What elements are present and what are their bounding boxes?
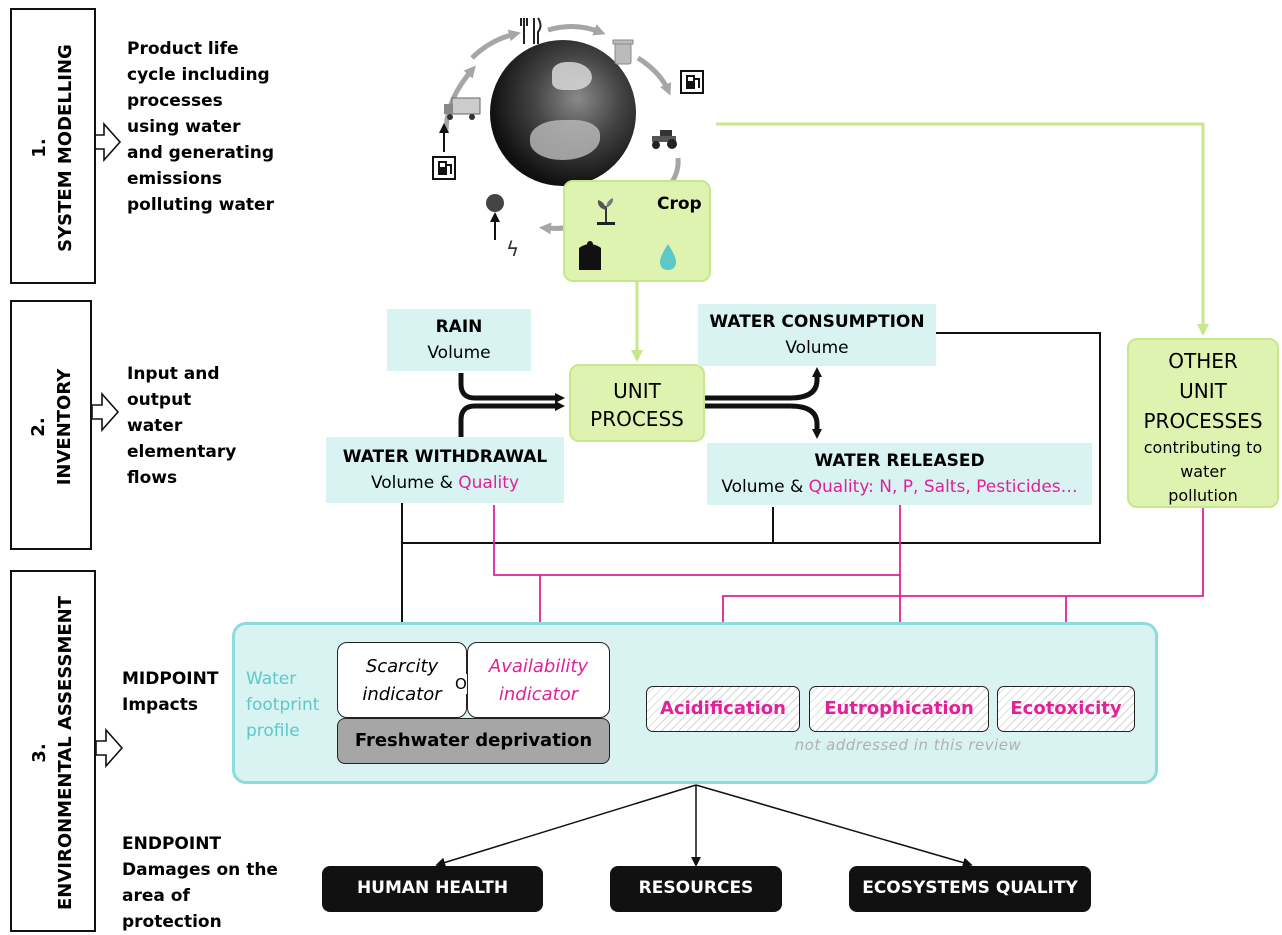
stage2-description: Input and output water elementary flows — [127, 364, 237, 488]
scarcity-indicator-box: Scarcity indicator — [337, 642, 467, 718]
released-sub: Volume & — [721, 477, 809, 497]
apple-icon — [486, 194, 504, 212]
stage2-number: 2. — [28, 417, 49, 437]
midpoint-title: MIDPOINT — [122, 669, 219, 689]
truck-icon — [442, 96, 482, 122]
stage2-box: 2. INVENTORY — [10, 300, 92, 550]
released-title: WATER RELEASED — [814, 451, 985, 471]
endpoint-human-health: HUMAN HEALTH — [322, 866, 543, 912]
eutrophication-label: Eutrophication — [824, 698, 974, 719]
cutlery-icon — [520, 16, 544, 46]
unit-process-box: UNIT PROCESS — [569, 364, 705, 442]
consumption-title: WATER CONSUMPTION — [709, 312, 925, 332]
stage1-description: Product life cycle including processes u… — [127, 39, 275, 215]
globe-icon — [490, 40, 636, 186]
freshwater-deprivation-box: Freshwater deprivation — [337, 718, 610, 764]
acidification-box: Acidification — [646, 686, 800, 732]
other-line1: OTHER — [1168, 349, 1238, 373]
stage1-box: 1. SYSTEM MODELLING — [10, 8, 96, 284]
endpoint-label: ENDPOINT Damages on the area of protecti… — [122, 831, 292, 935]
withdrawal-sub: Volume & — [370, 473, 459, 493]
not-addressed-note: not addressed in this review — [794, 736, 1022, 754]
fuel-pump-icon — [680, 70, 704, 94]
withdrawal-title: WATER WITHDRAWAL — [342, 447, 548, 467]
plant-icon — [595, 196, 617, 226]
rain-box: RAIN Volume — [387, 309, 531, 371]
stage2-title: INVENTORY — [54, 368, 75, 486]
crop-label: Crop — [657, 194, 702, 214]
unit-process-line1: UNIT — [613, 379, 661, 403]
endpoint-ecosystems-quality-label: ECOSYSTEMS QUALITY — [862, 878, 1078, 898]
stage3-hollow-arrow — [95, 727, 124, 769]
stage2-hollow-arrow — [91, 391, 120, 433]
endpoint-human-health-label: HUMAN HEALTH — [356, 878, 509, 898]
other-line2: UNIT — [1179, 379, 1227, 403]
water-released-box: WATER RELEASED Volume & Quality: N, P, S… — [707, 443, 1092, 505]
crop-box: Crop — [563, 180, 711, 282]
rain-title: RAIN — [435, 317, 483, 337]
water-consumption-box: WATER CONSUMPTION Volume — [698, 304, 936, 366]
other-sub: contributing to water pollution — [1143, 438, 1263, 505]
stage3-number: 3. — [29, 743, 50, 763]
other-line3: PROCESSES — [1143, 409, 1263, 433]
withdrawal-quality: Quality — [458, 473, 520, 493]
consumption-sub: Volume — [785, 338, 849, 358]
endpoint-resources-label: RESOURCES — [638, 878, 754, 898]
lightning-icon: ϟ — [506, 237, 520, 261]
fertilizer-bag-icon — [575, 238, 605, 272]
acidification-label: Acidification — [660, 698, 786, 719]
endpoint-ecosystems-quality: ECOSYSTEMS QUALITY — [849, 866, 1091, 912]
trash-icon — [612, 36, 638, 66]
stage1-title: SYSTEM MODELLING — [55, 44, 76, 252]
fuel-pump-icon-2 — [432, 156, 456, 180]
stage1-hollow-arrow — [93, 121, 122, 163]
stage3-title: ENVIRONMENTAL ASSESSMENT — [55, 595, 76, 911]
water-footprint-profile-label: Water footprint profile — [246, 669, 320, 741]
water-withdrawal-box: WATER WITHDRAWAL Volume & Quality — [326, 437, 564, 503]
unit-process-line2: PROCESS — [590, 407, 684, 431]
ecotoxicity-box: Ecotoxicity — [997, 686, 1135, 732]
freshwater-deprivation-label: Freshwater deprivation — [354, 730, 593, 751]
stage1-number: 1. — [29, 138, 50, 158]
endpoint-title: ENDPOINT — [122, 834, 222, 854]
water-drop-icon — [657, 242, 679, 272]
availability-indicator-label: Availability indicator — [488, 656, 589, 705]
released-quality: Quality: N, P, Salts, Pesticides… — [808, 477, 1078, 497]
ecotoxicity-label: Ecotoxicity — [1010, 698, 1122, 719]
endpoint-resources: RESOURCES — [610, 866, 782, 912]
stage3-box: 3. ENVIRONMENTAL ASSESSMENT — [10, 570, 96, 932]
other-unit-processes-box: OTHER UNIT PROCESSES contributing to wat… — [1127, 338, 1279, 508]
rain-sub: Volume — [427, 343, 491, 363]
midpoint-label: MIDPOINT Impacts — [122, 666, 232, 718]
tractor-icon — [648, 128, 682, 150]
availability-indicator-box: Availability indicator — [467, 642, 610, 718]
eutrophication-box: Eutrophication — [809, 686, 989, 732]
midpoint-subtitle: Impacts — [122, 695, 199, 715]
scarcity-indicator-label: Scarcity indicator — [362, 656, 442, 705]
endpoint-subtitle: Damages on the area of protection — [122, 860, 278, 932]
